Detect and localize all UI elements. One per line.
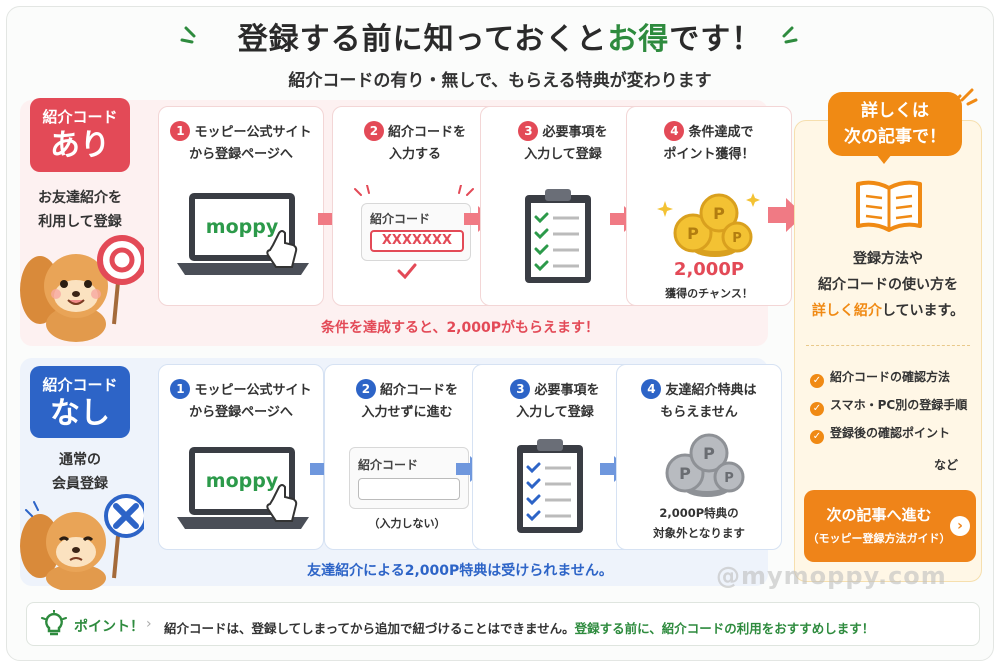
- checkmark-icon: [397, 263, 417, 279]
- article-bubble: 詳しくは 次の記事で！: [828, 92, 962, 156]
- clipboard-icon: [517, 439, 583, 533]
- sparkle-icon: [354, 185, 474, 196]
- open-book-icon: [856, 180, 922, 232]
- etc-label: など: [934, 458, 959, 472]
- sparkle-left-icon: [180, 26, 196, 44]
- reward-note: 獲得のチャンス！: [665, 287, 753, 300]
- clipboard-icon: [525, 189, 591, 283]
- watermark: @mymoppy.com: [716, 562, 947, 590]
- separator-chevron-icon: ›: [146, 616, 152, 632]
- no-reward-note: 2,000P特典の 対象外となります: [653, 506, 745, 540]
- with-code-footer: 条件を達成すると、2,000Pがもらえます！: [321, 320, 599, 336]
- check-item: ✓紹介コードの確認方法: [810, 368, 950, 388]
- page-title: 登録する前に知っておくとお得です！: [237, 22, 763, 57]
- gray-coins-icon: P P P: [665, 433, 745, 497]
- page-subtitle: 紹介コードの有り・無しで、もらえる特典が変わります: [288, 71, 712, 91]
- code-note: （入力しない）: [368, 517, 446, 530]
- point-bar: [26, 602, 980, 646]
- empty-code-field: [358, 478, 460, 500]
- point-label: ポイント！: [74, 619, 144, 635]
- lightbulb-icon: [41, 610, 67, 636]
- gold-coins-icon: P P P: [657, 193, 760, 257]
- laptop-icon: moppy: [177, 447, 309, 529]
- code-value: XXXXXXX: [370, 230, 464, 252]
- check-icon: ✓: [810, 430, 824, 444]
- svg-text:P: P: [679, 464, 691, 483]
- without-code-badge: 紹介コード なし: [30, 366, 130, 438]
- without-code-footer: 友達紹介による2,000P特典は受けられません。: [307, 563, 613, 579]
- svg-text:moppy: moppy: [206, 470, 279, 492]
- svg-text:P: P: [713, 204, 725, 223]
- next-article-button[interactable]: 次の記事へ進む （モッピー登録方法ガイド） ›: [804, 490, 976, 562]
- without-code-label: 通常の 会員登録: [52, 452, 108, 492]
- check-item: ✓スマホ・PC別の登録手順: [810, 396, 967, 416]
- reward-amount: 2,000P: [673, 259, 745, 280]
- code-input-mockup: 紹介コード: [349, 447, 469, 509]
- svg-text:moppy: moppy: [206, 216, 279, 238]
- bubble-tail: [876, 154, 892, 164]
- svg-text:P: P: [687, 224, 699, 243]
- check-icon: ✓: [810, 402, 824, 416]
- sparkle-right-icon: [782, 26, 798, 44]
- side-divider: [806, 345, 970, 346]
- squirrel-circle-mascot-icon: [20, 235, 144, 342]
- with-code-label: お友達紹介を 利用して登録: [38, 190, 122, 230]
- svg-text:P: P: [732, 231, 742, 246]
- laptop-icon: moppy: [177, 193, 309, 275]
- svg-text:P: P: [724, 471, 734, 486]
- chevron-right-icon: ›: [950, 516, 970, 536]
- check-item: ✓登録後の確認ポイント: [810, 424, 950, 444]
- squirrel-cross-mascot-icon: [20, 494, 144, 590]
- svg-text:P: P: [703, 444, 715, 463]
- code-input-mockup: 紹介コード XXXXXXX: [361, 203, 471, 261]
- point-text: 紹介コードは、登録してしまってから追加で紐づけることはできません。登録する前に、…: [164, 621, 875, 636]
- with-code-badge: 紹介コード あり: [30, 98, 130, 172]
- check-icon: ✓: [810, 374, 824, 388]
- article-description: 登録方法や 紹介コードの使い方を 詳しく紹介しています。: [811, 251, 965, 319]
